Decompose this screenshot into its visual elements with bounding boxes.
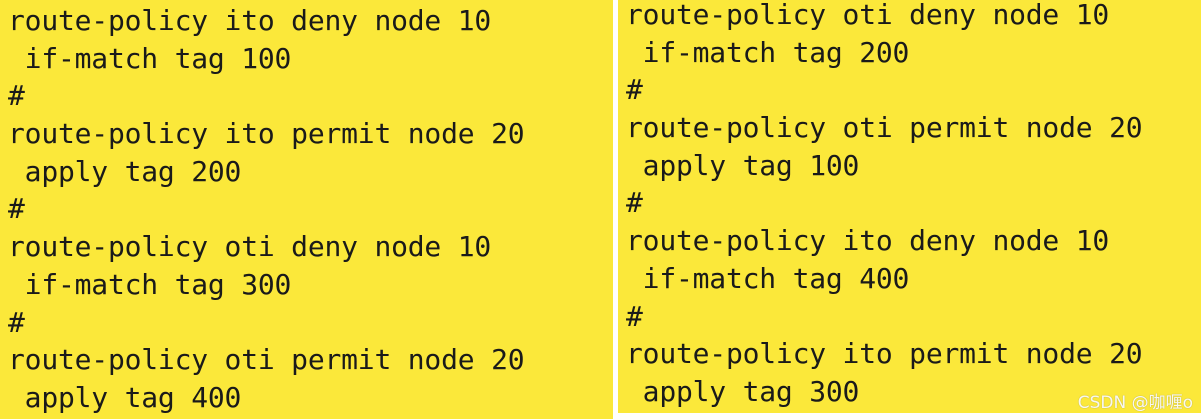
config-line: #	[626, 73, 643, 107]
config-line: #	[8, 305, 25, 339]
csdn-watermark: CSDN @咖喱o	[1077, 393, 1193, 413]
config-line: if-match tag 200	[626, 35, 910, 69]
config-line: #	[8, 79, 25, 113]
config-line: route-policy ito deny node 10	[8, 4, 492, 37]
config-line: apply tag 300	[626, 374, 860, 408]
config-line: apply tag 100	[626, 148, 860, 182]
config-line: route-policy oti deny node 10	[8, 230, 492, 264]
config-line: route-policy oti deny node 10	[626, 0, 1110, 31]
config-line: apply tag 200	[8, 154, 242, 188]
left-config-panel: route-policy ito deny node 10 if-match t…	[0, 0, 613, 419]
config-line: if-match tag 400	[626, 261, 910, 295]
left-config-lines: route-policy ito deny node 10 if-match t…	[8, 2, 525, 417]
config-line: if-match tag 300	[8, 267, 292, 301]
config-line: route-policy ito permit node 20	[8, 117, 525, 151]
config-line: #	[626, 186, 643, 220]
right-config-lines: route-policy oti deny node 10 if-match t…	[626, 0, 1143, 411]
right-config-panel: route-policy oti deny node 10 if-match t…	[618, 0, 1201, 413]
config-line: #	[626, 299, 643, 333]
config-line: if-match tag 100	[8, 41, 292, 75]
config-line: route-policy ito permit node 20	[626, 337, 1143, 371]
config-line: route-policy oti permit node 20	[626, 111, 1143, 145]
config-line: route-policy oti permit node 20	[8, 343, 525, 377]
config-line: route-policy ito deny node 10	[626, 224, 1110, 258]
config-line: apply tag 400	[8, 380, 242, 414]
config-line: #	[8, 192, 25, 226]
